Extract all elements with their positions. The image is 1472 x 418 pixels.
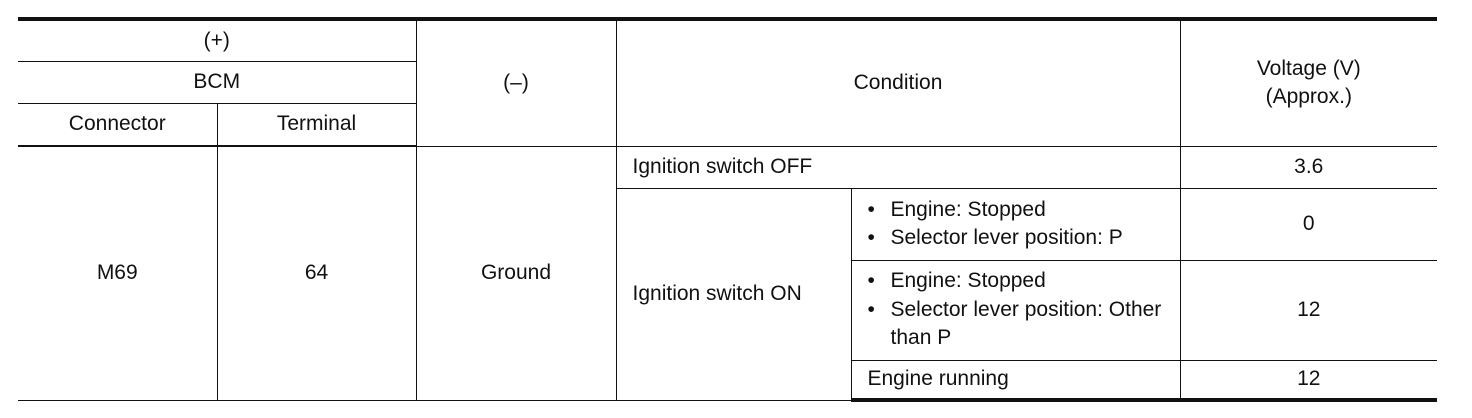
header-voltage-line1: Voltage (V) <box>1256 56 1361 80</box>
table-row: Engine: Stopped Selector lever position:… <box>18 259 1438 361</box>
header-connector: Connector <box>18 102 218 147</box>
cell-connector: M69 <box>18 145 218 401</box>
header-voltage: Voltage (V) (Approx.) <box>1179 17 1438 147</box>
header-row-1: (+) (–) Condition Voltage (V) (Approx.) <box>18 17 1438 147</box>
terminal-voltage-table: (+) (–) Condition Voltage (V) (Approx.) … <box>18 17 1438 402</box>
cell-voltage-ign-off: 3.6 <box>1179 145 1438 189</box>
cell-subcondition-1: Engine: Stopped Selector lever position:… <box>850 187 1181 261</box>
cell-terminal: 64 <box>216 145 417 401</box>
header-unit: BCM <box>18 60 417 104</box>
bullet-item: Engine: Stopped <box>868 196 1172 225</box>
cell-voltage-sub-2: 12 <box>1179 259 1438 361</box>
table-row: Ignition switch ON Engine: Stopped Selec… <box>18 187 1438 401</box>
header-row-2: BCM <box>18 60 1437 104</box>
bullet-item: Selector lever position: Other than P <box>868 296 1172 353</box>
cell-subcondition-2: Engine: Stopped Selector lever position:… <box>850 259 1181 361</box>
cell-voltage-sub-3: 12 <box>1179 359 1438 402</box>
cell-voltage-sub-1: 0 <box>1179 187 1438 261</box>
header-plus: (+) <box>18 17 417 62</box>
cell-minus: Ground <box>415 145 617 401</box>
header-voltage-line2: (Approx.) <box>1265 85 1352 109</box>
header-row-3: Connector Terminal <box>18 102 1437 147</box>
cell-subcondition-3: Engine running <box>850 359 1181 402</box>
cell-condition-ign-on: Ignition switch ON <box>615 187 852 401</box>
header-terminal: Terminal <box>216 102 417 147</box>
table-row: Engine running 12 <box>18 359 1438 402</box>
table-row: M69 64 Ground Ignition switch OFF 3.6 <box>18 145 1438 401</box>
header-minus: (–) <box>415 17 617 147</box>
header-condition: Condition <box>615 17 1181 147</box>
cell-condition-ign-off: Ignition switch OFF <box>615 145 1181 189</box>
bullet-list: Engine: Stopped Selector lever position:… <box>868 196 1172 253</box>
bullet-item: Selector lever position: P <box>868 224 1172 253</box>
bullet-item: Engine: Stopped <box>868 267 1172 296</box>
bullet-list: Engine: Stopped Selector lever position:… <box>868 267 1172 352</box>
